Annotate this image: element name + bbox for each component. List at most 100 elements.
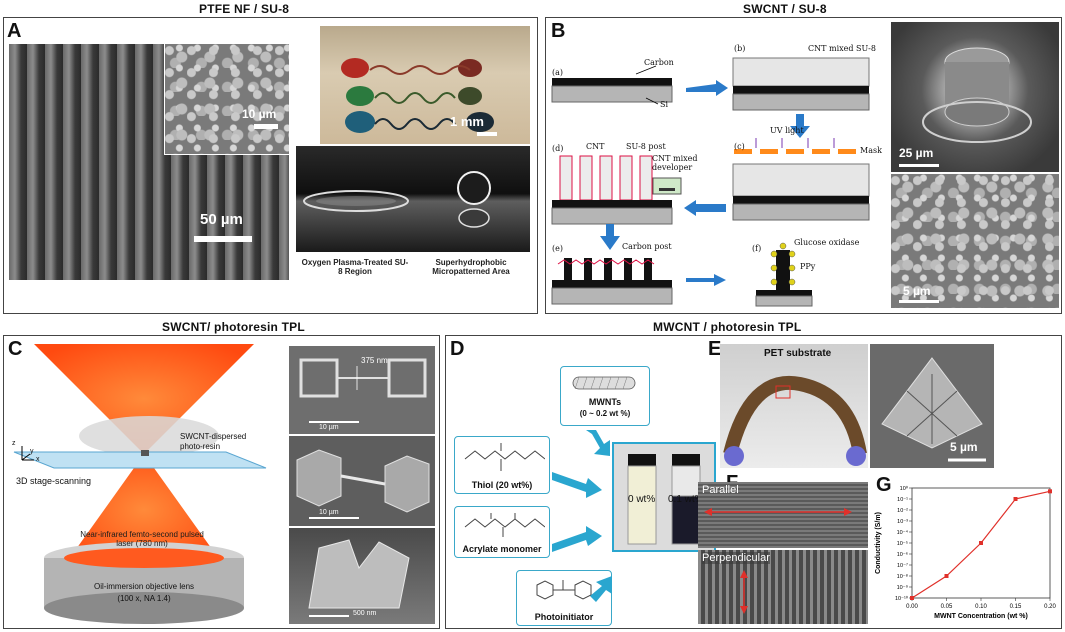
su8-post-label: SU-8 post [626, 142, 666, 151]
teal-arrows [552, 430, 612, 602]
x-axis-label: MWNT Concentration (wt %) [934, 613, 1028, 620]
x-tick-label: 0.00 [906, 604, 918, 610]
caption-superhydrophobic: Superhydrophobic Micropatterned Area [432, 258, 510, 276]
pet-substrate-photo: PET substrate [720, 344, 868, 468]
panel-c: C z y x SWCNT-dispersed photo-resin 3D s… [3, 335, 440, 629]
ppy-label: PPy [800, 262, 816, 271]
step-b-label: (b) [734, 44, 746, 53]
panel-letter-a: A [7, 20, 22, 42]
step-f-label: (f) [752, 244, 762, 253]
panel-letter-g: G [876, 474, 892, 496]
axis-z-label: z [12, 440, 16, 447]
data-point [1013, 497, 1018, 501]
mwnt-box: MWNTs (0 ~ 0.2 wt %) [560, 366, 650, 426]
scale-c2-label: 10 µm [319, 509, 339, 516]
cnt-developer-label: CNT mixed developer [652, 154, 698, 172]
sem-post-image: 25 µm [891, 22, 1059, 172]
data-point [1048, 489, 1052, 494]
y-tick-label: 10⁻⁴ [897, 529, 909, 536]
step-c-label: (c) [734, 142, 745, 151]
scale-bar-photo [477, 132, 497, 136]
dim-375-label: 375 nm [361, 356, 388, 365]
sem-pyramid-art [881, 357, 986, 462]
scale-label-e: 5 µm [950, 440, 978, 454]
si-label: Si [660, 100, 669, 109]
sem-parallel-image: Parallel [698, 482, 868, 548]
parallel-arrow [704, 508, 852, 516]
sem-tpl-bottom-art [308, 539, 410, 617]
droplet-photo: 1 mm [320, 26, 530, 144]
droplet-photo-art [341, 58, 494, 133]
sem-post-art [922, 47, 1032, 143]
scale-bar-b-top [899, 164, 939, 167]
data-point [979, 541, 983, 545]
scale-label-b-top: 25 µm [899, 146, 934, 160]
step-a-label: (a) [552, 68, 564, 77]
y-tick-label: 10⁻⁹ [897, 584, 908, 591]
cnt-label: CNT [586, 142, 605, 151]
carbon-label: Carbon [644, 58, 674, 67]
caption-plasma: Oxygen Plasma-Treated SU-8 Region [301, 258, 409, 276]
sem-cnt-image: 5 µm [891, 174, 1059, 308]
photoinitiator-structure-icon [536, 580, 592, 600]
sem-pyramid-image: 5 µm [870, 344, 994, 468]
vial-left-label: 0 wt% [628, 494, 656, 505]
sem-tpl-bottom: 500 nm [289, 528, 435, 624]
y-tick-label: 10⁻¹ [897, 497, 908, 503]
y-tick-label: 10⁻⁷ [897, 562, 908, 569]
y-tick-label: 10⁻⁶ [897, 551, 908, 558]
scale-bar-b-bottom [899, 300, 939, 303]
scale-label-large: 50 µm [200, 211, 243, 228]
scale-c3-label: 500 nm [353, 610, 377, 617]
step-e-label: (e) [552, 244, 563, 253]
x-tick-label: 0.15 [1010, 604, 1022, 610]
vial-right-label: 0.1 wt% [668, 494, 704, 505]
glucose-oxidase-label: Glucose oxidase [794, 238, 860, 247]
sem-tpl-top-art [299, 358, 427, 423]
sem-inset-image [164, 44, 289, 155]
scale-label-photo: 1 mm [450, 114, 484, 129]
axis-x-label: x [36, 456, 40, 463]
data-point [944, 574, 949, 578]
mwnt-label: MWNTs [588, 397, 622, 407]
panel-letter-e: E [708, 338, 722, 360]
photoinitiator-label: Photoinitiator [534, 612, 594, 622]
scale-c1-label: 10 µm [319, 424, 339, 431]
contact-angle-image [296, 146, 530, 252]
y-tick-label: 10⁰ [900, 485, 909, 492]
parallel-label: Parallel [702, 484, 739, 496]
x-tick-label: 0.05 [941, 604, 953, 610]
scale-label-inset: 10 µm [242, 107, 277, 121]
carbon-post-label: Carbon post [622, 242, 672, 251]
y-tick-label: 10⁻⁸ [897, 573, 908, 580]
sem-tpl-top: 375 nm 10 µm [289, 346, 435, 434]
x-tick-label: 0.20 [1044, 604, 1056, 610]
mask-label: Mask [860, 146, 882, 155]
lens-label: Oil-immersion objective lens [93, 582, 195, 591]
panel-letter-b: B [551, 20, 566, 42]
swcnt-resin-label: SWCNT-dispersed photo-resin [180, 432, 247, 451]
data-point [910, 596, 914, 600]
thiol-label: Thiol (20 wt%) [471, 480, 533, 490]
title-panel-b: SWCNT / SU-8 [743, 2, 827, 16]
y-tick-label: 10⁻³ [897, 519, 908, 525]
uv-light-label: UV light [770, 126, 804, 135]
panel-a: A 10 µm 50 µm 1 mm Oxygen Plasma-Tre [3, 17, 538, 314]
conductivity-chart: 10⁻¹⁰10⁻⁹10⁻⁸10⁻⁷10⁻⁶10⁻⁵10⁻⁴10⁻³10⁻²10⁻… [875, 485, 1056, 620]
scale-bar-large [194, 236, 252, 242]
title-panel-d: MWCNT / photoresin TPL [653, 320, 802, 334]
sem-perpendicular-image: Perpendicular [698, 550, 868, 624]
sem-tpl-mid-art [296, 449, 430, 519]
contact-angle-art [303, 171, 491, 228]
pet-substrate-art [723, 375, 867, 466]
y-tick-label: 10⁻¹⁰ [895, 595, 909, 602]
acrylate-label: Acrylate monomer [462, 544, 542, 554]
scale-bar-inset [254, 124, 278, 129]
cnt-mixed-su8-label: CNT mixed SU-8 [808, 44, 876, 53]
mwnt-tube-icon [572, 376, 636, 390]
y-axis-label: Conductivity (S/m) [875, 512, 882, 574]
sem-tpl-mid: 10 µm [289, 436, 435, 526]
panel-d: D MWNTs (0 ~ 0.2 wt %) Thiol (20 wt%) [445, 335, 1062, 629]
acrylate-box: Acrylate monomer [454, 506, 550, 558]
acrylate-structure-icon [464, 513, 545, 537]
